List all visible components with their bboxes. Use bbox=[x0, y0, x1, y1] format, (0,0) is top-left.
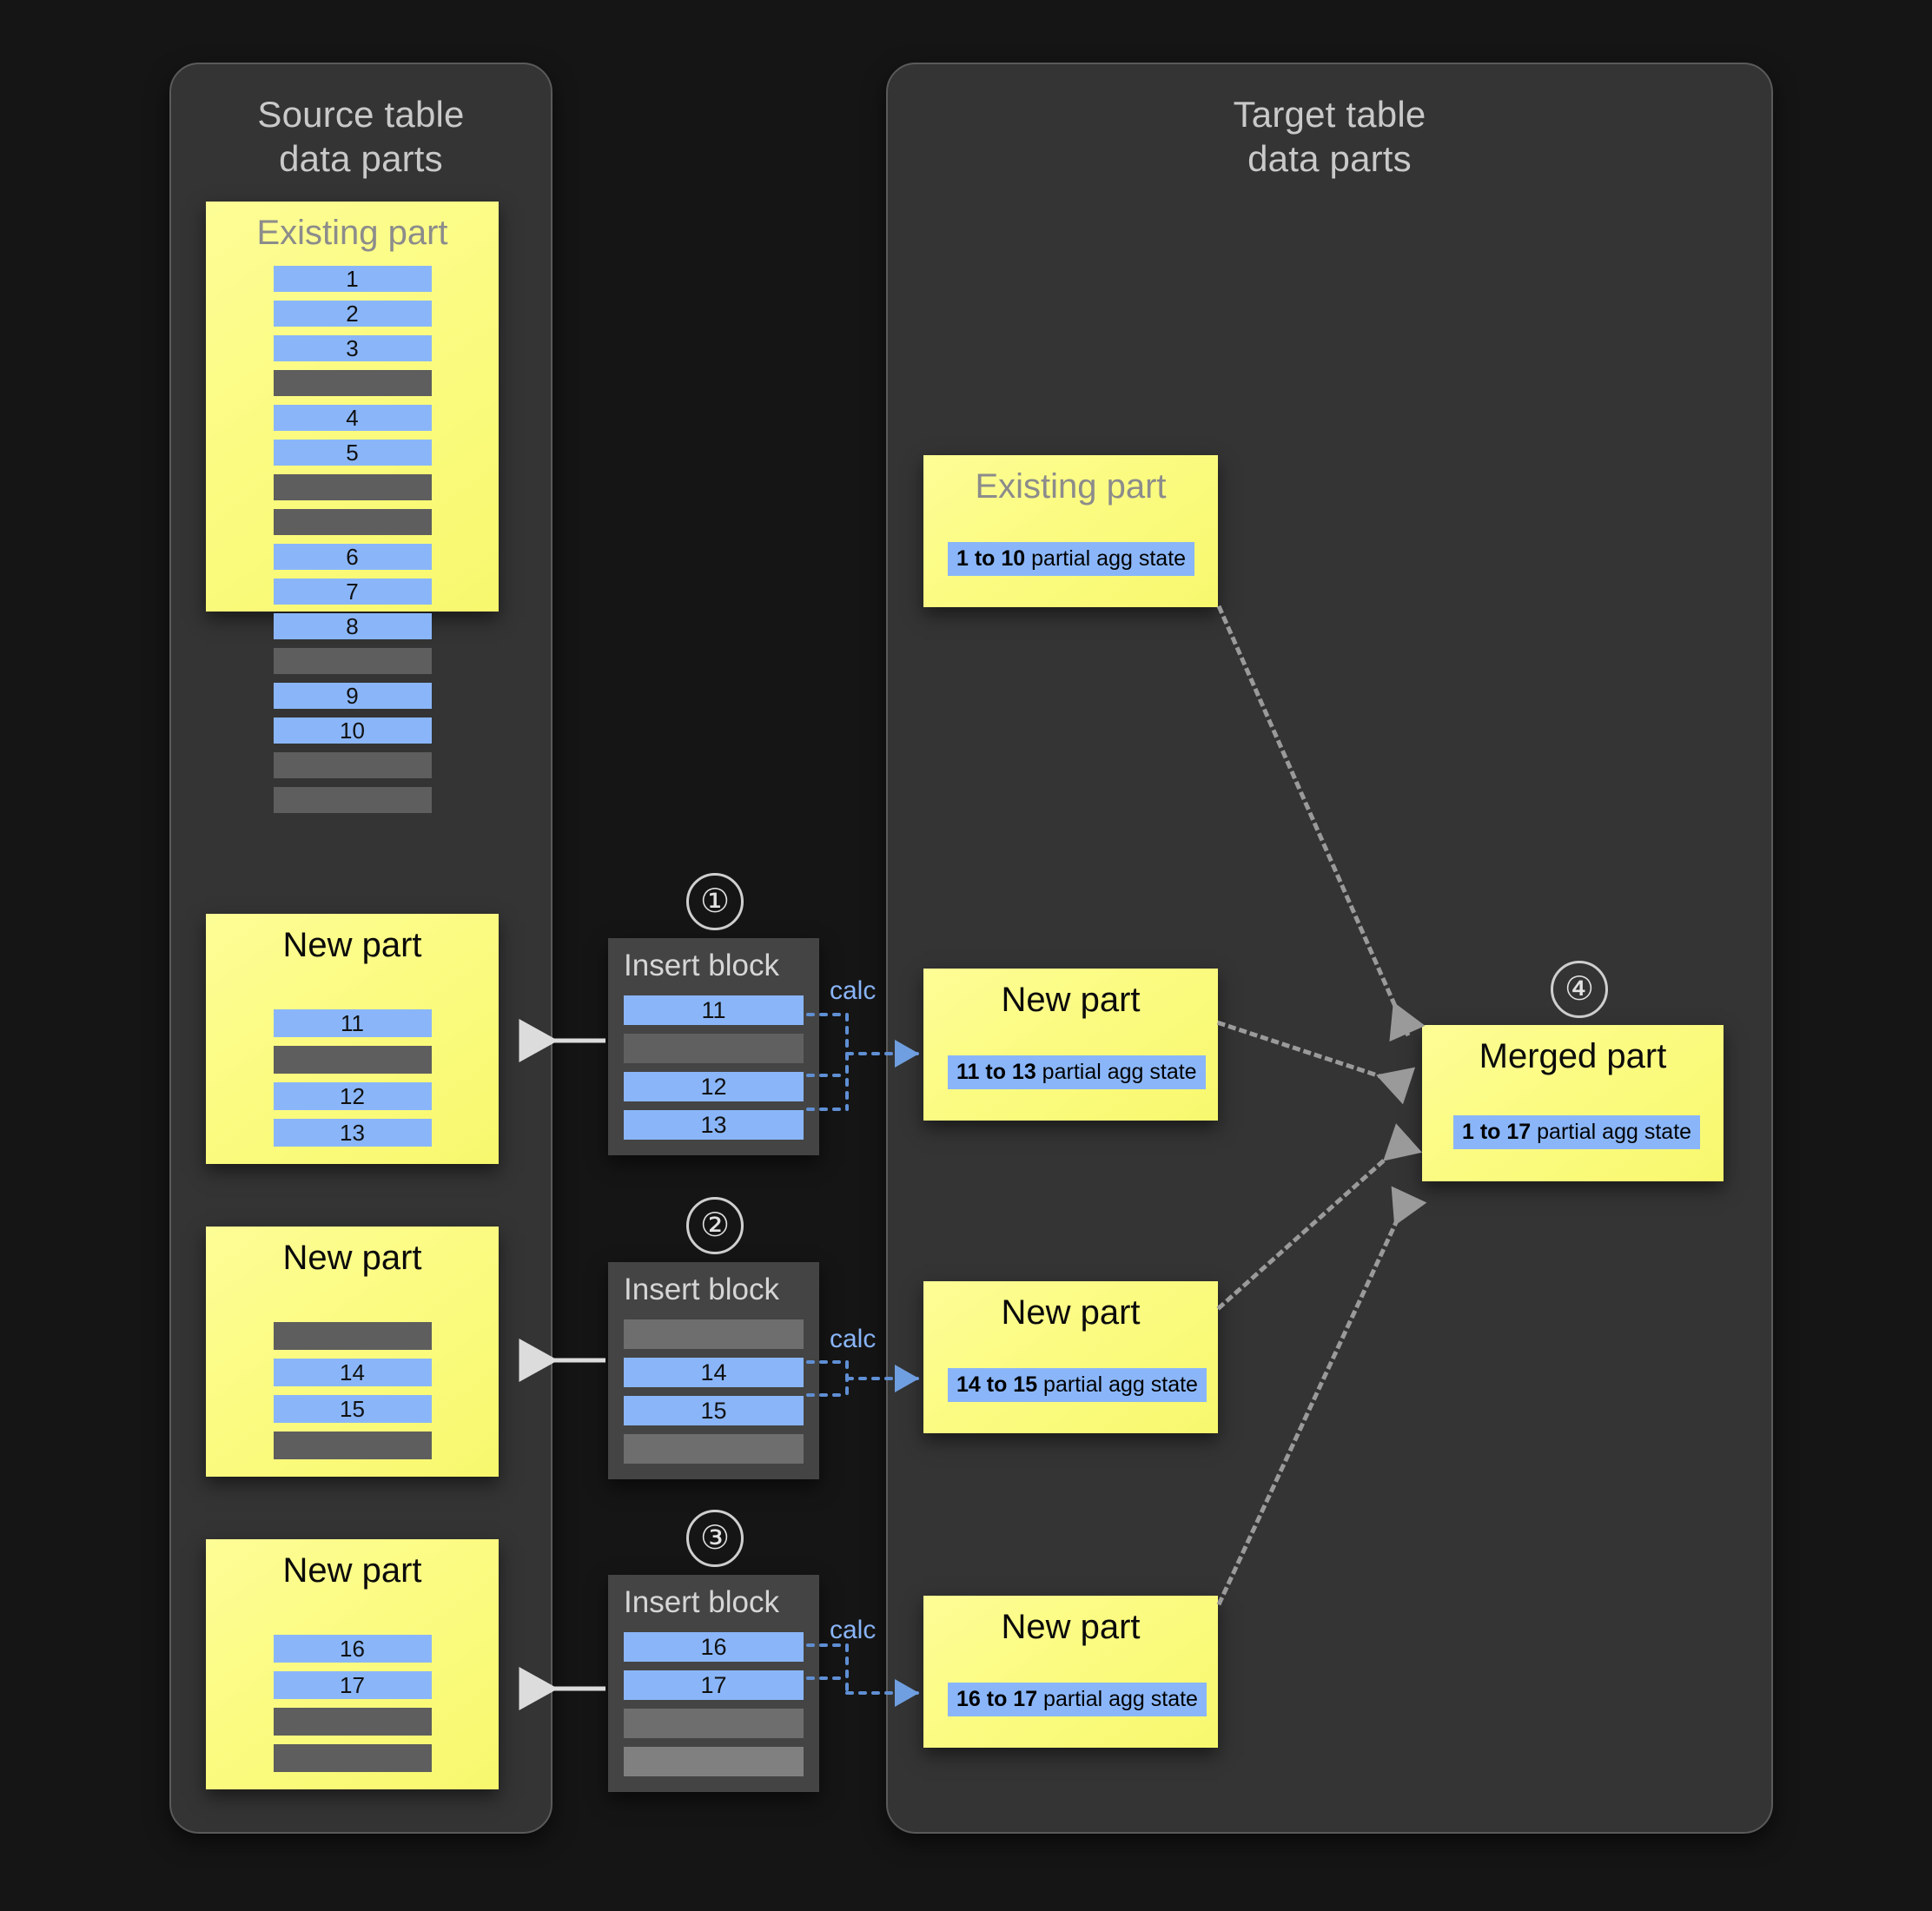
step-circle-3: ③ bbox=[686, 1510, 744, 1567]
target-new-part-1: New part 11 to 13 partial agg state bbox=[923, 969, 1218, 1121]
insert-block-3-title: Insert block bbox=[624, 1585, 779, 1619]
agg-range: 1 to 10 bbox=[956, 546, 1026, 571]
insert-block-2-rows: 14 15 bbox=[624, 1319, 804, 1472]
insert-block-2-title: Insert block bbox=[624, 1273, 779, 1306]
merged-part: Merged part 1 to 17 partial agg state bbox=[1422, 1025, 1724, 1181]
row bbox=[273, 648, 432, 674]
target-new-part-1-agg: 11 to 13 partial agg state bbox=[948, 1055, 1206, 1089]
target-existing-part-agg: 1 to 10 partial agg state bbox=[948, 542, 1195, 576]
row: 11 bbox=[273, 1009, 432, 1037]
target-new-part-3-title: New part bbox=[1001, 1608, 1141, 1646]
agg-suffix: partial agg state bbox=[1531, 1120, 1692, 1144]
row: 13 bbox=[624, 1110, 804, 1140]
row: 6 bbox=[273, 544, 432, 570]
calc-label-3: calc bbox=[830, 1616, 877, 1644]
row bbox=[273, 752, 432, 778]
row: 17 bbox=[273, 1671, 432, 1699]
row: 10 bbox=[273, 717, 432, 744]
row: 3 bbox=[273, 335, 432, 361]
source-new-part-2: New part 14 15 bbox=[206, 1227, 499, 1477]
step-circle-2: ② bbox=[686, 1197, 744, 1254]
row bbox=[273, 1322, 432, 1350]
row: 13 bbox=[273, 1119, 432, 1147]
row: 17 bbox=[624, 1670, 804, 1700]
row: 16 bbox=[273, 1635, 432, 1663]
merged-part-agg: 1 to 17 partial agg state bbox=[1453, 1115, 1701, 1149]
row: 8 bbox=[273, 613, 432, 639]
target-existing-part-title: Existing part bbox=[975, 467, 1167, 506]
insert-block-3: Insert block 16 17 bbox=[608, 1575, 819, 1792]
calc-label-1: calc bbox=[830, 976, 877, 1005]
agg-suffix: partial agg state bbox=[1037, 1372, 1198, 1397]
agg-range: 16 to 17 bbox=[956, 1687, 1038, 1711]
row bbox=[273, 1744, 432, 1772]
insert-block-3-rows: 16 17 bbox=[624, 1632, 804, 1785]
row: 15 bbox=[624, 1396, 804, 1425]
row bbox=[624, 1709, 804, 1738]
row bbox=[273, 787, 432, 813]
row bbox=[624, 1747, 804, 1776]
target-new-part-3-agg: 16 to 17 partial agg state bbox=[948, 1683, 1207, 1716]
agg-range: 14 to 15 bbox=[956, 1372, 1038, 1397]
row: 9 bbox=[273, 683, 432, 709]
row bbox=[273, 370, 432, 396]
source-new-part-1-title: New part bbox=[282, 926, 422, 964]
row bbox=[273, 474, 432, 500]
agg-suffix: partial agg state bbox=[1025, 546, 1187, 571]
target-new-part-2-title: New part bbox=[1001, 1293, 1141, 1332]
source-new-part-3-title: New part bbox=[282, 1551, 422, 1590]
row bbox=[624, 1319, 804, 1349]
row: 5 bbox=[273, 440, 432, 466]
target-new-part-3: New part 16 to 17 partial agg state bbox=[923, 1596, 1218, 1748]
source-new-part-3: New part 16 17 bbox=[206, 1539, 499, 1789]
row bbox=[624, 1034, 804, 1063]
target-existing-part: Existing part 1 to 10 partial agg state bbox=[923, 455, 1218, 607]
row: 12 bbox=[273, 1082, 432, 1110]
source-existing-part: Existing part 1 2 3 4 5 6 7 8 9 10 bbox=[206, 202, 499, 813]
row: 14 bbox=[273, 1359, 432, 1386]
row bbox=[273, 509, 432, 535]
row: 11 bbox=[624, 995, 804, 1025]
source-new-part-1-rows: 11 12 13 bbox=[206, 1009, 499, 1155]
row: 2 bbox=[273, 301, 432, 327]
target-new-part-2: New part 14 to 15 partial agg state bbox=[923, 1281, 1218, 1433]
insert-block-1-title: Insert block bbox=[624, 949, 779, 982]
merged-part-title: Merged part bbox=[1479, 1037, 1667, 1075]
insert-block-1: Insert block 11 12 13 bbox=[608, 938, 819, 1155]
row: 1 bbox=[273, 266, 432, 292]
target-table-panel: Target table data parts bbox=[886, 63, 1773, 1834]
source-new-part-2-rows: 14 15 bbox=[206, 1322, 499, 1468]
source-existing-part-title: Existing part bbox=[256, 214, 448, 252]
insert-block-2: Insert block 14 15 bbox=[608, 1262, 819, 1479]
calc-label-2: calc bbox=[830, 1325, 877, 1353]
row: 15 bbox=[273, 1395, 432, 1423]
agg-range: 1 to 17 bbox=[1462, 1120, 1532, 1144]
source-new-part-1: New part 11 12 13 bbox=[206, 914, 499, 1164]
row bbox=[273, 1046, 432, 1074]
step-circle-1: ① bbox=[686, 873, 744, 930]
row bbox=[624, 1434, 804, 1464]
source-new-part-2-title: New part bbox=[282, 1239, 422, 1277]
agg-range: 11 to 13 bbox=[956, 1060, 1036, 1084]
target-new-part-2-agg: 14 to 15 partial agg state bbox=[948, 1368, 1207, 1402]
agg-suffix: partial agg state bbox=[1035, 1060, 1197, 1084]
target-panel-title: Target table data parts bbox=[1233, 94, 1426, 180]
agg-suffix: partial agg state bbox=[1037, 1687, 1198, 1711]
row: 14 bbox=[624, 1358, 804, 1387]
source-new-part-3-rows: 16 17 bbox=[206, 1635, 499, 1781]
row: 4 bbox=[273, 405, 432, 431]
insert-block-1-rows: 11 12 13 bbox=[624, 995, 804, 1148]
step-circle-4: ④ bbox=[1551, 961, 1608, 1018]
target-new-part-1-title: New part bbox=[1001, 981, 1141, 1019]
row bbox=[273, 1432, 432, 1459]
row: 16 bbox=[624, 1632, 804, 1662]
source-panel-title: Source table data parts bbox=[257, 94, 465, 180]
source-existing-part-rows: 1 2 3 4 5 6 7 8 9 10 bbox=[206, 266, 499, 822]
row: 12 bbox=[624, 1072, 804, 1101]
row: 7 bbox=[273, 579, 432, 605]
row bbox=[273, 1708, 432, 1736]
